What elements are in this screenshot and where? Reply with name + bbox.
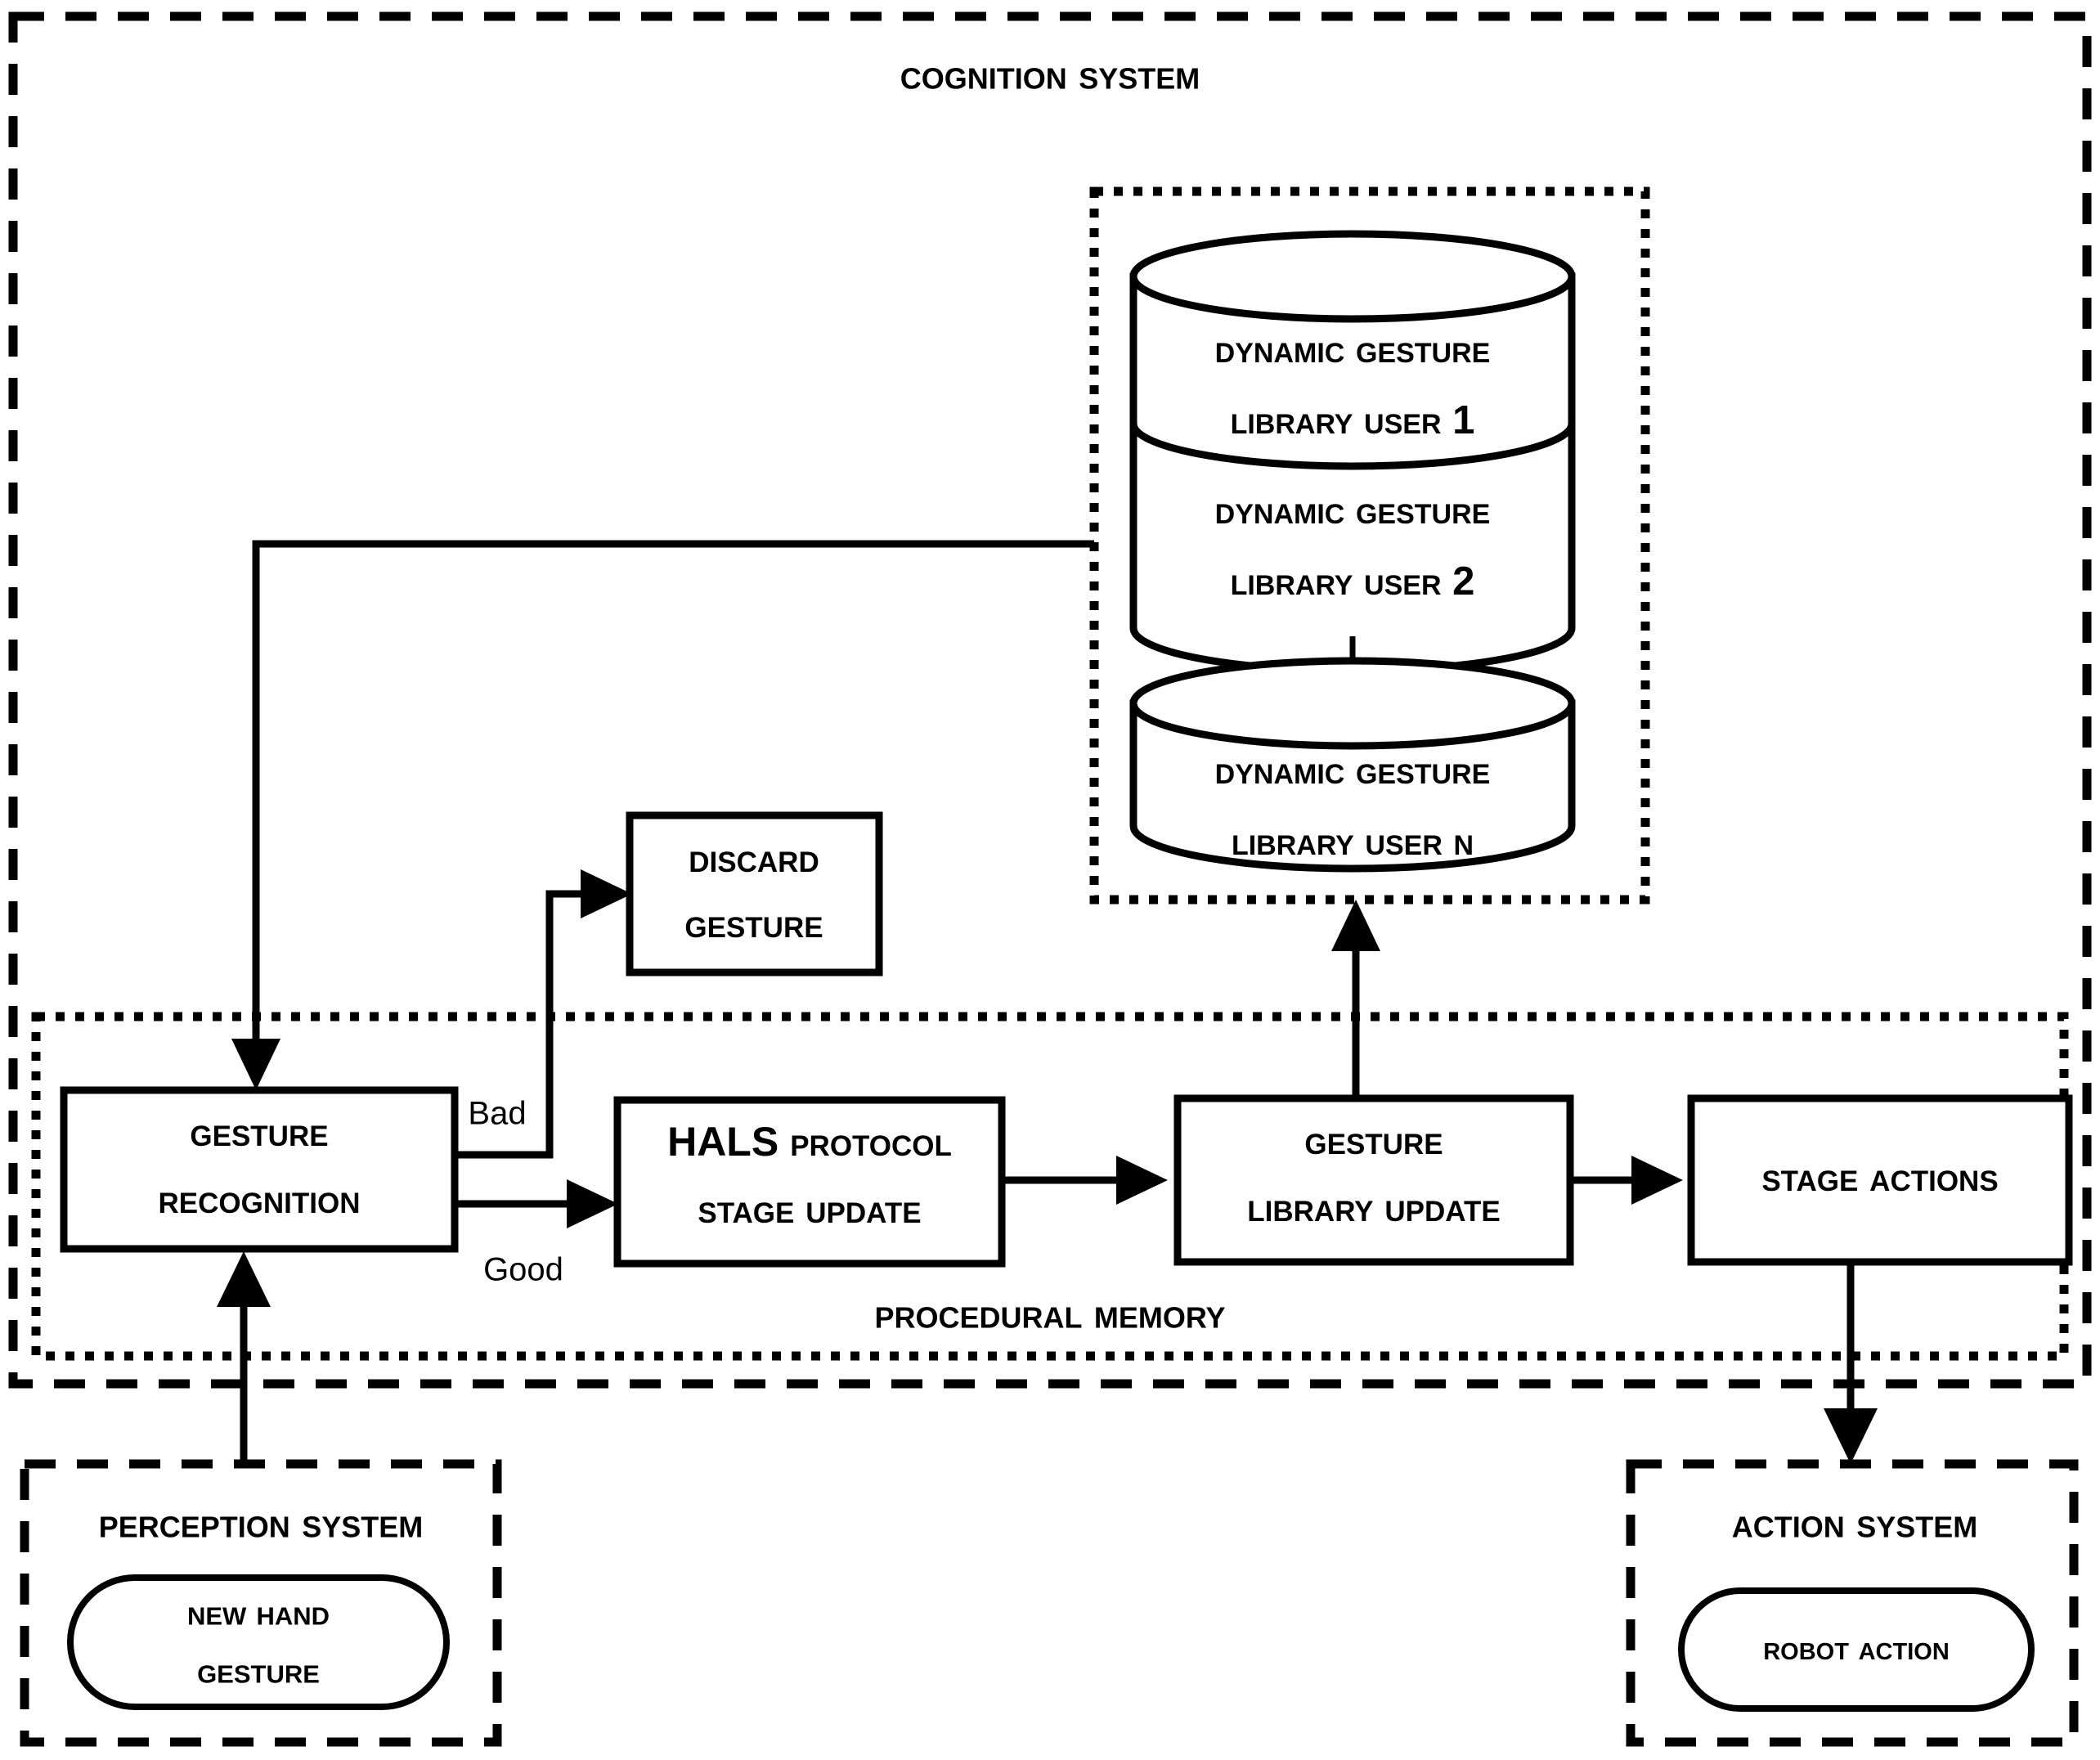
perception-system-title: Perception System: [99, 1500, 424, 1547]
hals-prefix: HALS: [667, 1119, 779, 1165]
action-system-frame: [1626, 1459, 2079, 1747]
library-user-1-line2: Library User 1: [1231, 398, 1475, 442]
gesture-library-update-line2: Library Update: [1247, 1184, 1500, 1230]
procedural-memory-title: Procedural Memory: [874, 1291, 1225, 1338]
discard-gesture-line1: Discard: [689, 835, 819, 881]
gesture-recognition-line2: Recognition: [159, 1176, 361, 1222]
edge-library-update-to-stage-actions-arrowhead: [1631, 1156, 1683, 1205]
library-user-2-line2: Library User 2: [1231, 559, 1475, 604]
edge-library-update-to-library-arrowhead: [1331, 900, 1380, 951]
action-system-title: Action System: [1732, 1500, 1977, 1547]
library-user-n-body: [1129, 699, 1576, 873]
edge-good-arrowhead: [567, 1179, 618, 1228]
edge-hals-to-library-update-arrowhead: [1116, 1156, 1168, 1205]
cognition-system-frame: [8, 11, 2092, 1389]
discard-gesture-box: [626, 811, 883, 977]
gesture-recognition-line1: Gesture: [190, 1109, 328, 1155]
feedback-library-to-recognition-line: [252, 540, 1094, 1063]
procedural-memory-frame: [31, 1012, 2069, 1361]
new-hand-gesture-terminal: [67, 1574, 450, 1710]
hals-protocol-word: Protocol: [790, 1119, 952, 1165]
library-user-1-2-separator: [1129, 420, 1576, 470]
new-hand-gesture-line1: New Hand: [187, 1593, 330, 1633]
library-user-1-top-ellipse: [1129, 230, 1576, 323]
gesture-library-update-line1: Gesture: [1304, 1117, 1443, 1163]
perception-system-frame: [20, 1459, 502, 1747]
robot-action-label: Robot Action: [1763, 1628, 1950, 1667]
edge-good-label: Good: [483, 1252, 563, 1288]
discard-gesture-line2: Gesture: [684, 900, 823, 946]
robot-action-terminal: [1678, 1587, 2035, 1712]
edge-perception-to-recognition-arrowhead: [217, 1251, 271, 1307]
new-hand-gesture-line2: Gesture: [197, 1651, 320, 1691]
stage-actions-label: Stage Actions: [1761, 1154, 1998, 1200]
library-user-1-line1: Dynamic Gesture: [1215, 327, 1491, 371]
edge-bad-line: [455, 890, 601, 1159]
library-user-n-line1: Dynamic Gesture: [1215, 748, 1491, 792]
gesture-library-update-box: [1173, 1094, 1574, 1266]
library-user-2-line1: Dynamic Gesture: [1215, 488, 1491, 532]
cognition-system-title: Cognition System: [900, 52, 1200, 99]
stage-actions-box: [1687, 1094, 2073, 1266]
gesture-recognition-box: [60, 1086, 459, 1253]
library-user-n-line2: Library User n: [1232, 819, 1474, 864]
edge-stage-actions-to-action-system-arrowhead: [1824, 1408, 1878, 1464]
edge-bad-arrowhead: [581, 869, 632, 918]
hals-protocol-line2: Stage Update: [698, 1186, 921, 1232]
library-user-n-top-ellipse: [1129, 657, 1576, 750]
edge-bad-label: Bad: [468, 1096, 526, 1132]
feedback-library-to-recognition-arrowhead: [231, 1039, 280, 1090]
